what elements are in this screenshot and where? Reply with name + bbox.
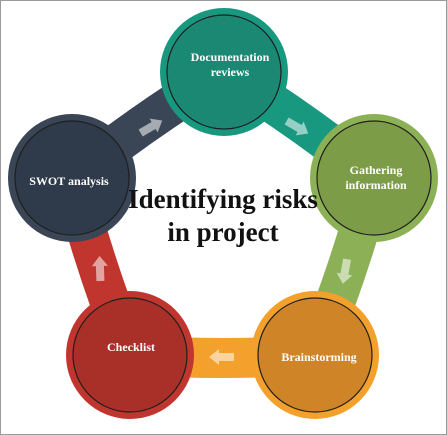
node-label-documentation-reviews: Documentation reviews [190,50,270,79]
flow-arrow [336,258,353,284]
center-title: Identifying risks in project [128,184,318,247]
node-label-checklist: Checklist [107,340,155,354]
node-label-swot-analysis: SWOT analysis [29,174,109,188]
node-inner-gathering-information [316,120,432,236]
flow-arrow [91,256,108,282]
node-inner-swot-analysis [14,120,130,236]
node-inner-documentation-reviews [166,14,282,130]
node-label-brainstorming: Brainstorming [281,350,357,364]
node-label-gathering-information: Gathering information [345,163,407,192]
flow-arrow [284,117,309,136]
center-hub [125,129,321,325]
node-inner-brainstorming [257,297,373,413]
flow-arrow [209,349,234,365]
flow-arrow [138,118,163,137]
node-inner-checklist [72,297,188,413]
